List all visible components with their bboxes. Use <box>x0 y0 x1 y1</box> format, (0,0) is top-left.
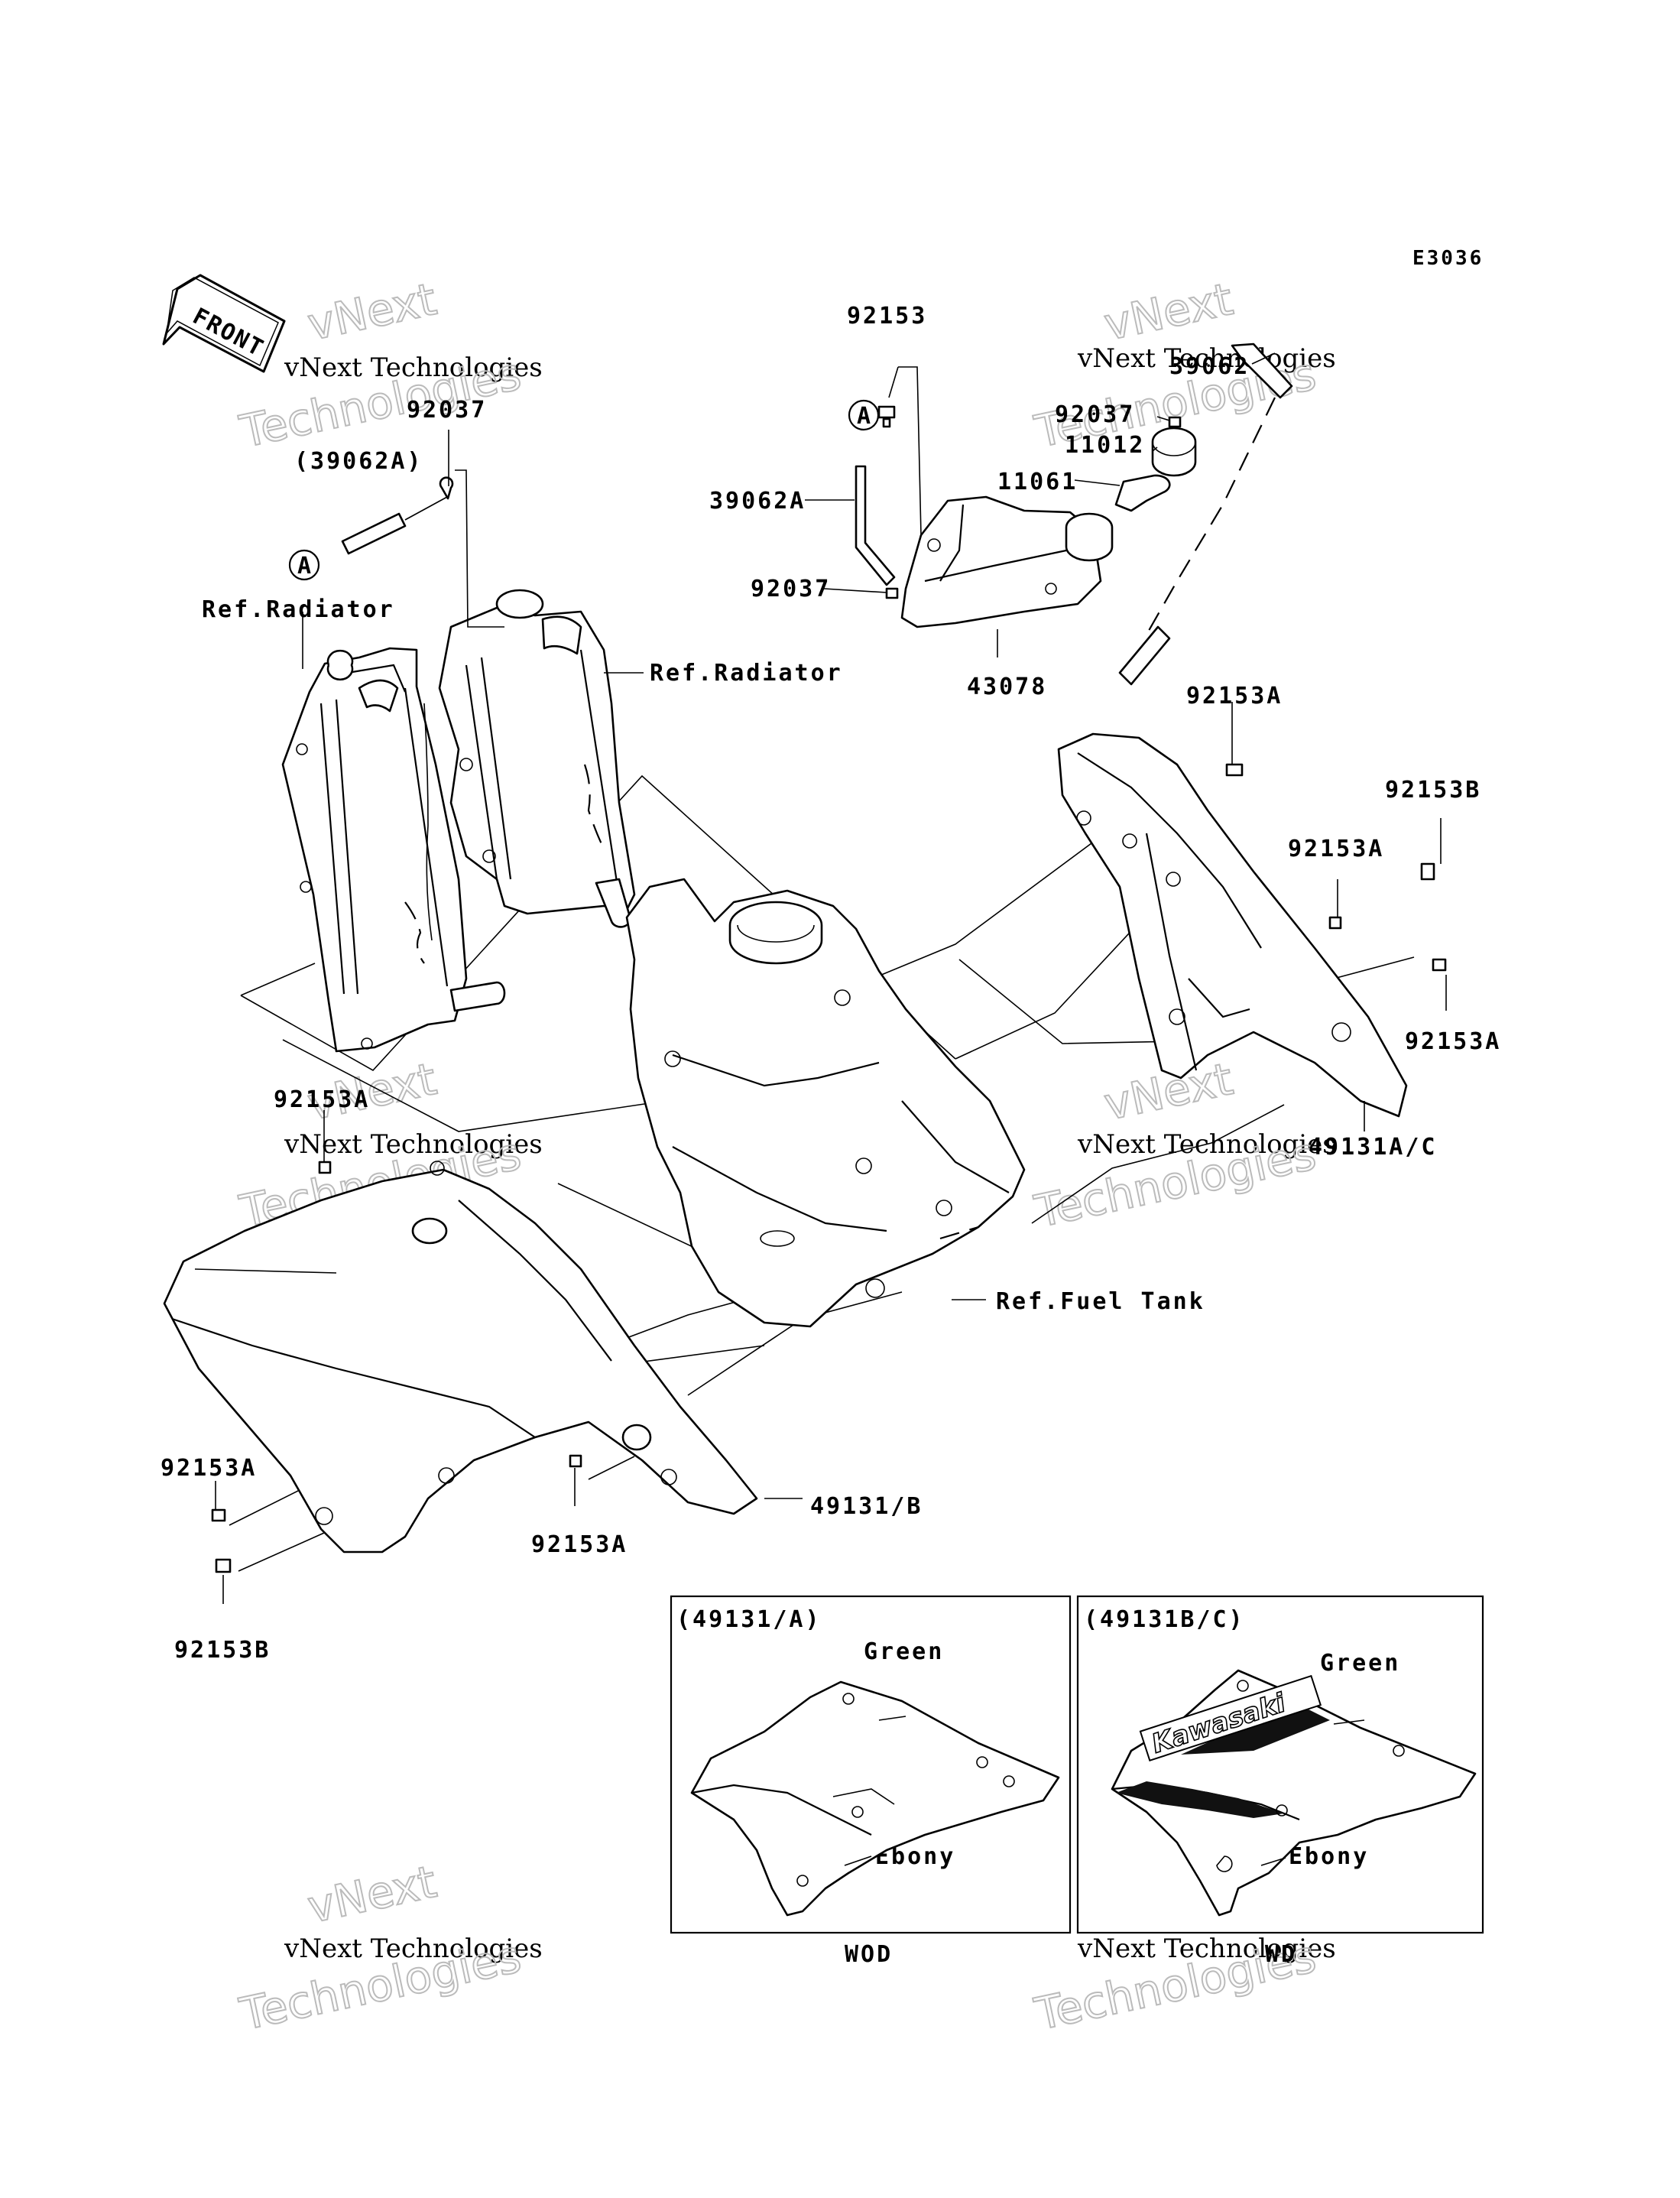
label-92037-mid: 92037 <box>751 576 831 602</box>
watermark-top-left: vNext Technologies vNext Technologies <box>235 272 543 459</box>
diagram-code: E3036 <box>1412 247 1484 270</box>
hose-39062a <box>855 465 896 586</box>
label-92153a-6: 92153A <box>531 1531 628 1558</box>
label-39062a-paren: (39062A) <box>294 448 423 475</box>
watermark-bottom-left: vNext Technologies vNext Technologies <box>235 1855 543 2041</box>
label-43078: 43078 <box>967 674 1047 700</box>
svg-text:vNext: vNext <box>303 273 441 351</box>
label-92037-left: 92037 <box>407 397 487 424</box>
svg-text:vNext: vNext <box>1100 273 1237 351</box>
inset-right-ebony: Ebony <box>1289 1843 1369 1870</box>
label-ref-fuel-tank: Ref.Fuel Tank <box>996 1288 1205 1315</box>
inset-left-green: Green <box>864 1638 944 1665</box>
label-92153: 92153 <box>847 303 927 330</box>
svg-text:A: A <box>297 553 311 580</box>
label-92153a-5: 92153A <box>161 1455 257 1482</box>
svg-text:A: A <box>857 403 871 430</box>
part-labels: 92153 92037 (39062A) Ref.Radiator Ref.Ra… <box>161 303 1501 1664</box>
label-39062a: 39062A <box>709 488 806 515</box>
svg-text:vNext Technologies: vNext Technologies <box>284 1933 543 1964</box>
callout-a-left: A <box>288 549 320 581</box>
svg-text:vNext: vNext <box>303 1855 441 1933</box>
overflow-hose <box>1118 343 1293 686</box>
bolt-92153-icon <box>877 405 896 428</box>
shroud-left <box>163 1161 758 1554</box>
fuel-tank <box>625 878 1026 1328</box>
label-ref-radiator-left: Ref.Radiator <box>202 596 395 623</box>
label-92153a-3: 92153A <box>1405 1028 1501 1055</box>
inset-left-title: (49131/A) <box>676 1606 822 1633</box>
svg-text:vNext Technologies: vNext Technologies <box>284 352 543 383</box>
inset-right-caption: WD <box>1265 1941 1297 1968</box>
inset-right: (49131B/C) Green Ebony WD Kawasaki <box>1076 1595 1484 1968</box>
inset-right-green: Green <box>1320 1650 1400 1677</box>
reservoir-tank <box>900 495 1114 628</box>
svg-text:vNext Technologies: vNext Technologies <box>1077 1933 1336 1964</box>
svg-text:vNext Technologies: vNext Technologies <box>1077 343 1336 374</box>
hose-39062a-ref <box>341 476 454 555</box>
callout-a-right: A <box>848 399 880 431</box>
radiator-right <box>438 589 636 928</box>
label-92153b-1: 92153B <box>1385 777 1481 804</box>
label-49131b: 49131/B <box>810 1493 923 1520</box>
label-92153a-1: 92153A <box>1186 683 1283 709</box>
reservoir-cap-icon <box>1151 427 1197 477</box>
bolt-icons <box>211 763 1447 1573</box>
clamp-92037-icon <box>885 416 1182 599</box>
inset-left-caption: WOD <box>845 1941 893 1968</box>
filler-neck-icon <box>1114 474 1171 512</box>
label-49131ac: 49131A/C <box>1309 1134 1438 1161</box>
radiator-left <box>281 647 506 1053</box>
label-92153b-2: 92153B <box>174 1637 271 1664</box>
label-92153a-4: 92153A <box>274 1086 370 1113</box>
front-arrow-icon: FRONT <box>162 274 286 373</box>
label-92153a-2: 92153A <box>1288 836 1384 862</box>
shroud-right <box>1057 732 1408 1118</box>
leader-lines <box>215 352 1447 1604</box>
watermark-mid-right: vNext Technologies vNext Technologies <box>1030 1052 1336 1239</box>
inset-right-title: (49131B/C) <box>1084 1606 1245 1633</box>
label-39062: 39062 <box>1169 353 1250 380</box>
label-92037-right: 92037 <box>1055 401 1135 428</box>
svg-text:vNext Technologies: vNext Technologies <box>284 1129 543 1160</box>
label-ref-radiator-right: Ref.Radiator <box>650 660 843 687</box>
label-11012: 11012 <box>1065 432 1145 459</box>
inset-left: (49131/A) Green Ebony WOD <box>670 1595 1072 1968</box>
label-11061: 11061 <box>997 469 1078 495</box>
